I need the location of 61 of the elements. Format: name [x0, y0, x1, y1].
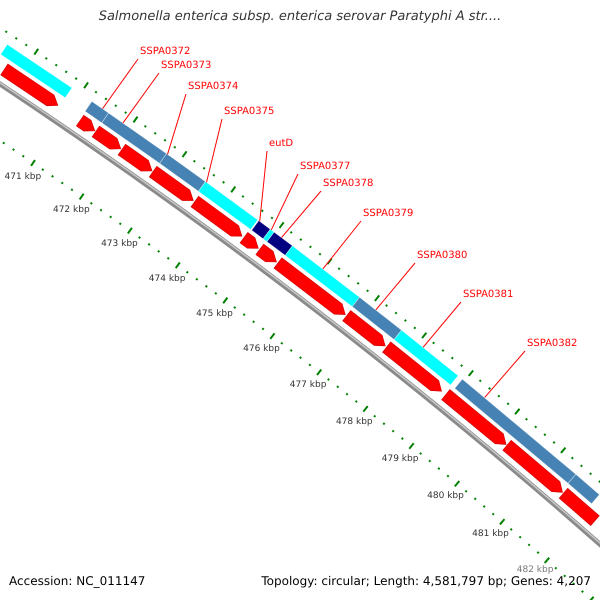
leader-line — [167, 94, 186, 155]
scale-label: 480 kbp — [427, 491, 464, 502]
gene-block — [0, 64, 58, 106]
leader-line — [375, 262, 416, 310]
gene-block — [352, 296, 402, 340]
scale-label: 478 kbp — [336, 416, 373, 428]
scale-label: 482 kbp — [516, 564, 554, 576]
gene-block — [274, 257, 346, 315]
gene-block — [251, 220, 271, 240]
gene-block — [394, 330, 459, 386]
gene-block — [441, 389, 506, 445]
gene-block — [558, 488, 600, 526]
gene-label: SSPA0375 — [224, 106, 274, 118]
accession-text: Accession: NC_011147 — [9, 574, 146, 588]
leader-line — [122, 72, 160, 124]
scale-label: 477 kbp — [290, 380, 326, 392]
gene-label: SSPA0381 — [463, 289, 514, 301]
leader-line — [422, 302, 462, 348]
leader-line — [484, 350, 526, 398]
scale-label: 472 kbp — [52, 205, 90, 216]
gene-block — [198, 181, 258, 230]
leader-line — [270, 174, 298, 230]
gene-block — [255, 244, 277, 262]
gene-block — [568, 474, 600, 504]
gene-block — [92, 126, 122, 150]
gene-label: SSPA0382 — [527, 338, 578, 350]
gene-label: SSPA0380 — [417, 250, 468, 262]
scale-label: 481 kbp — [472, 529, 509, 540]
scale-label: 471 kbp — [4, 172, 42, 183]
gene-block — [454, 378, 576, 484]
leader-line — [206, 118, 222, 183]
gene-label: eutD — [269, 138, 294, 150]
gene-block — [190, 196, 242, 236]
gene-label: SSPA0377 — [300, 161, 350, 173]
leader-line — [322, 220, 362, 270]
scale-label: 473 kbp — [101, 239, 138, 250]
gene-block — [502, 440, 563, 493]
topology-text: Topology: circular; Length: 4,581,797 bp; Genes: 4,207 — [261, 574, 591, 588]
gene-block — [284, 245, 360, 308]
gene-label: SSPA0372 — [140, 46, 190, 58]
leader-line — [281, 190, 322, 238]
gene-block — [84, 100, 110, 124]
scale-label: 479 kbp — [382, 454, 418, 465]
leader-line — [259, 150, 268, 222]
gene-block — [76, 114, 96, 132]
title: Salmonella enterica subsp. enterica serovar Paratyphi A str.... — [98, 9, 502, 25]
gene-block — [101, 112, 167, 164]
gene-block — [148, 166, 194, 201]
gene-label: SSPA0378 — [323, 178, 374, 190]
gene-block — [266, 232, 293, 256]
gene-block — [118, 144, 152, 172]
gene-label: SSPA0374 — [188, 81, 238, 93]
gene-block — [159, 153, 206, 192]
gene-block — [382, 342, 442, 392]
scale-label: 476 kbp — [243, 344, 280, 356]
gene-label: SSPA0373 — [161, 60, 212, 72]
gene-block — [0, 44, 72, 98]
scale-label: 474 kbp — [148, 274, 186, 285]
gene-block — [342, 310, 386, 346]
scale-label: 475 kbp — [196, 308, 233, 320]
gene-label: SSPA0379 — [363, 208, 414, 220]
